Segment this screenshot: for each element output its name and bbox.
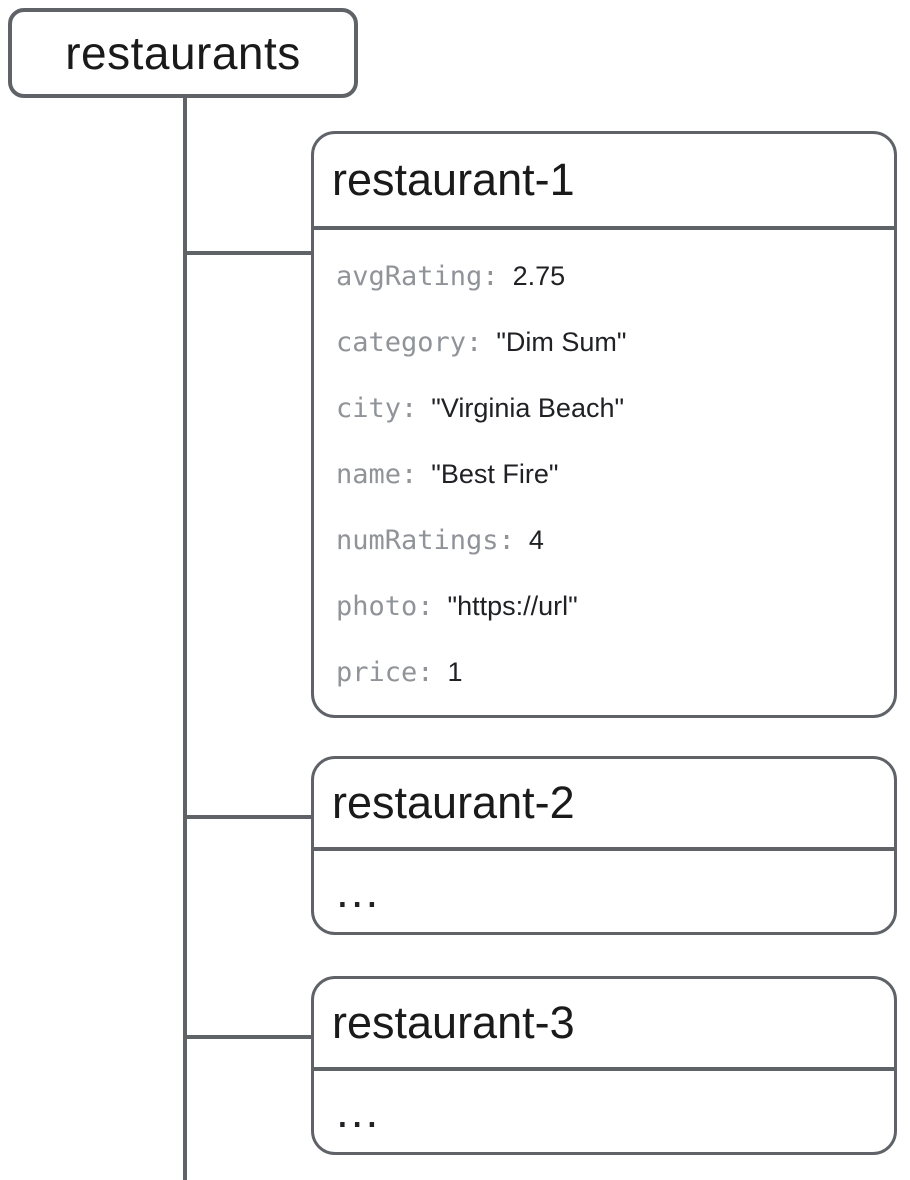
document-card-restaurant-2: restaurant-2 ... — [311, 756, 897, 935]
document-title: restaurant-3 — [332, 997, 575, 1048]
document-title: restaurant-2 — [332, 777, 575, 828]
field-value: "Dim Sum" — [496, 326, 627, 357]
branch-line-restaurant-1 — [183, 251, 311, 255]
collection-node-restaurants: restaurants — [8, 8, 358, 98]
field-value: 2.75 — [512, 260, 566, 291]
field-row-city: city: "Virginia Beach" — [336, 375, 894, 441]
document-fields: avgRating: 2.75 category: "Dim Sum" city… — [314, 230, 894, 705]
field-value: 4 — [528, 524, 544, 555]
document-card-restaurant-1: restaurant-1 avgRating: 2.75 category: "… — [311, 131, 897, 718]
document-title-bar: restaurant-2 — [314, 759, 894, 851]
tree-trunk-line — [183, 98, 187, 1180]
field-row-numRatings: numRatings: 4 — [336, 507, 894, 573]
field-key: name: — [336, 458, 418, 490]
field-row-photo: photo: "https://url" — [336, 573, 894, 639]
field-value: 1 — [447, 656, 463, 687]
field-key: price: — [336, 656, 434, 688]
document-card-restaurant-3: restaurant-3 ... — [311, 976, 897, 1155]
document-title: restaurant-1 — [332, 154, 575, 205]
collection-label: restaurants — [65, 27, 301, 79]
field-row-avgRating: avgRating: 2.75 — [336, 243, 894, 309]
field-key: city: — [336, 392, 418, 424]
collapsed-fields-ellipsis: ... — [336, 865, 381, 917]
field-key: category: — [336, 326, 483, 358]
field-value: "https://url" — [447, 590, 578, 621]
document-title-bar: restaurant-1 — [314, 134, 894, 230]
field-key: avgRating: — [336, 260, 499, 292]
field-key: photo: — [336, 590, 434, 622]
branch-line-restaurant-3 — [183, 1035, 311, 1039]
document-title-bar: restaurant-3 — [314, 979, 894, 1071]
branch-line-restaurant-2 — [183, 815, 311, 819]
collapsed-fields-ellipsis: ... — [336, 1085, 381, 1137]
field-value: "Best Fire" — [431, 458, 559, 489]
field-row-name: name: "Best Fire" — [336, 441, 894, 507]
field-row-price: price: 1 — [336, 639, 894, 705]
field-key: numRatings: — [336, 524, 515, 556]
field-row-category: category: "Dim Sum" — [336, 309, 894, 375]
field-value: "Virginia Beach" — [431, 392, 625, 423]
